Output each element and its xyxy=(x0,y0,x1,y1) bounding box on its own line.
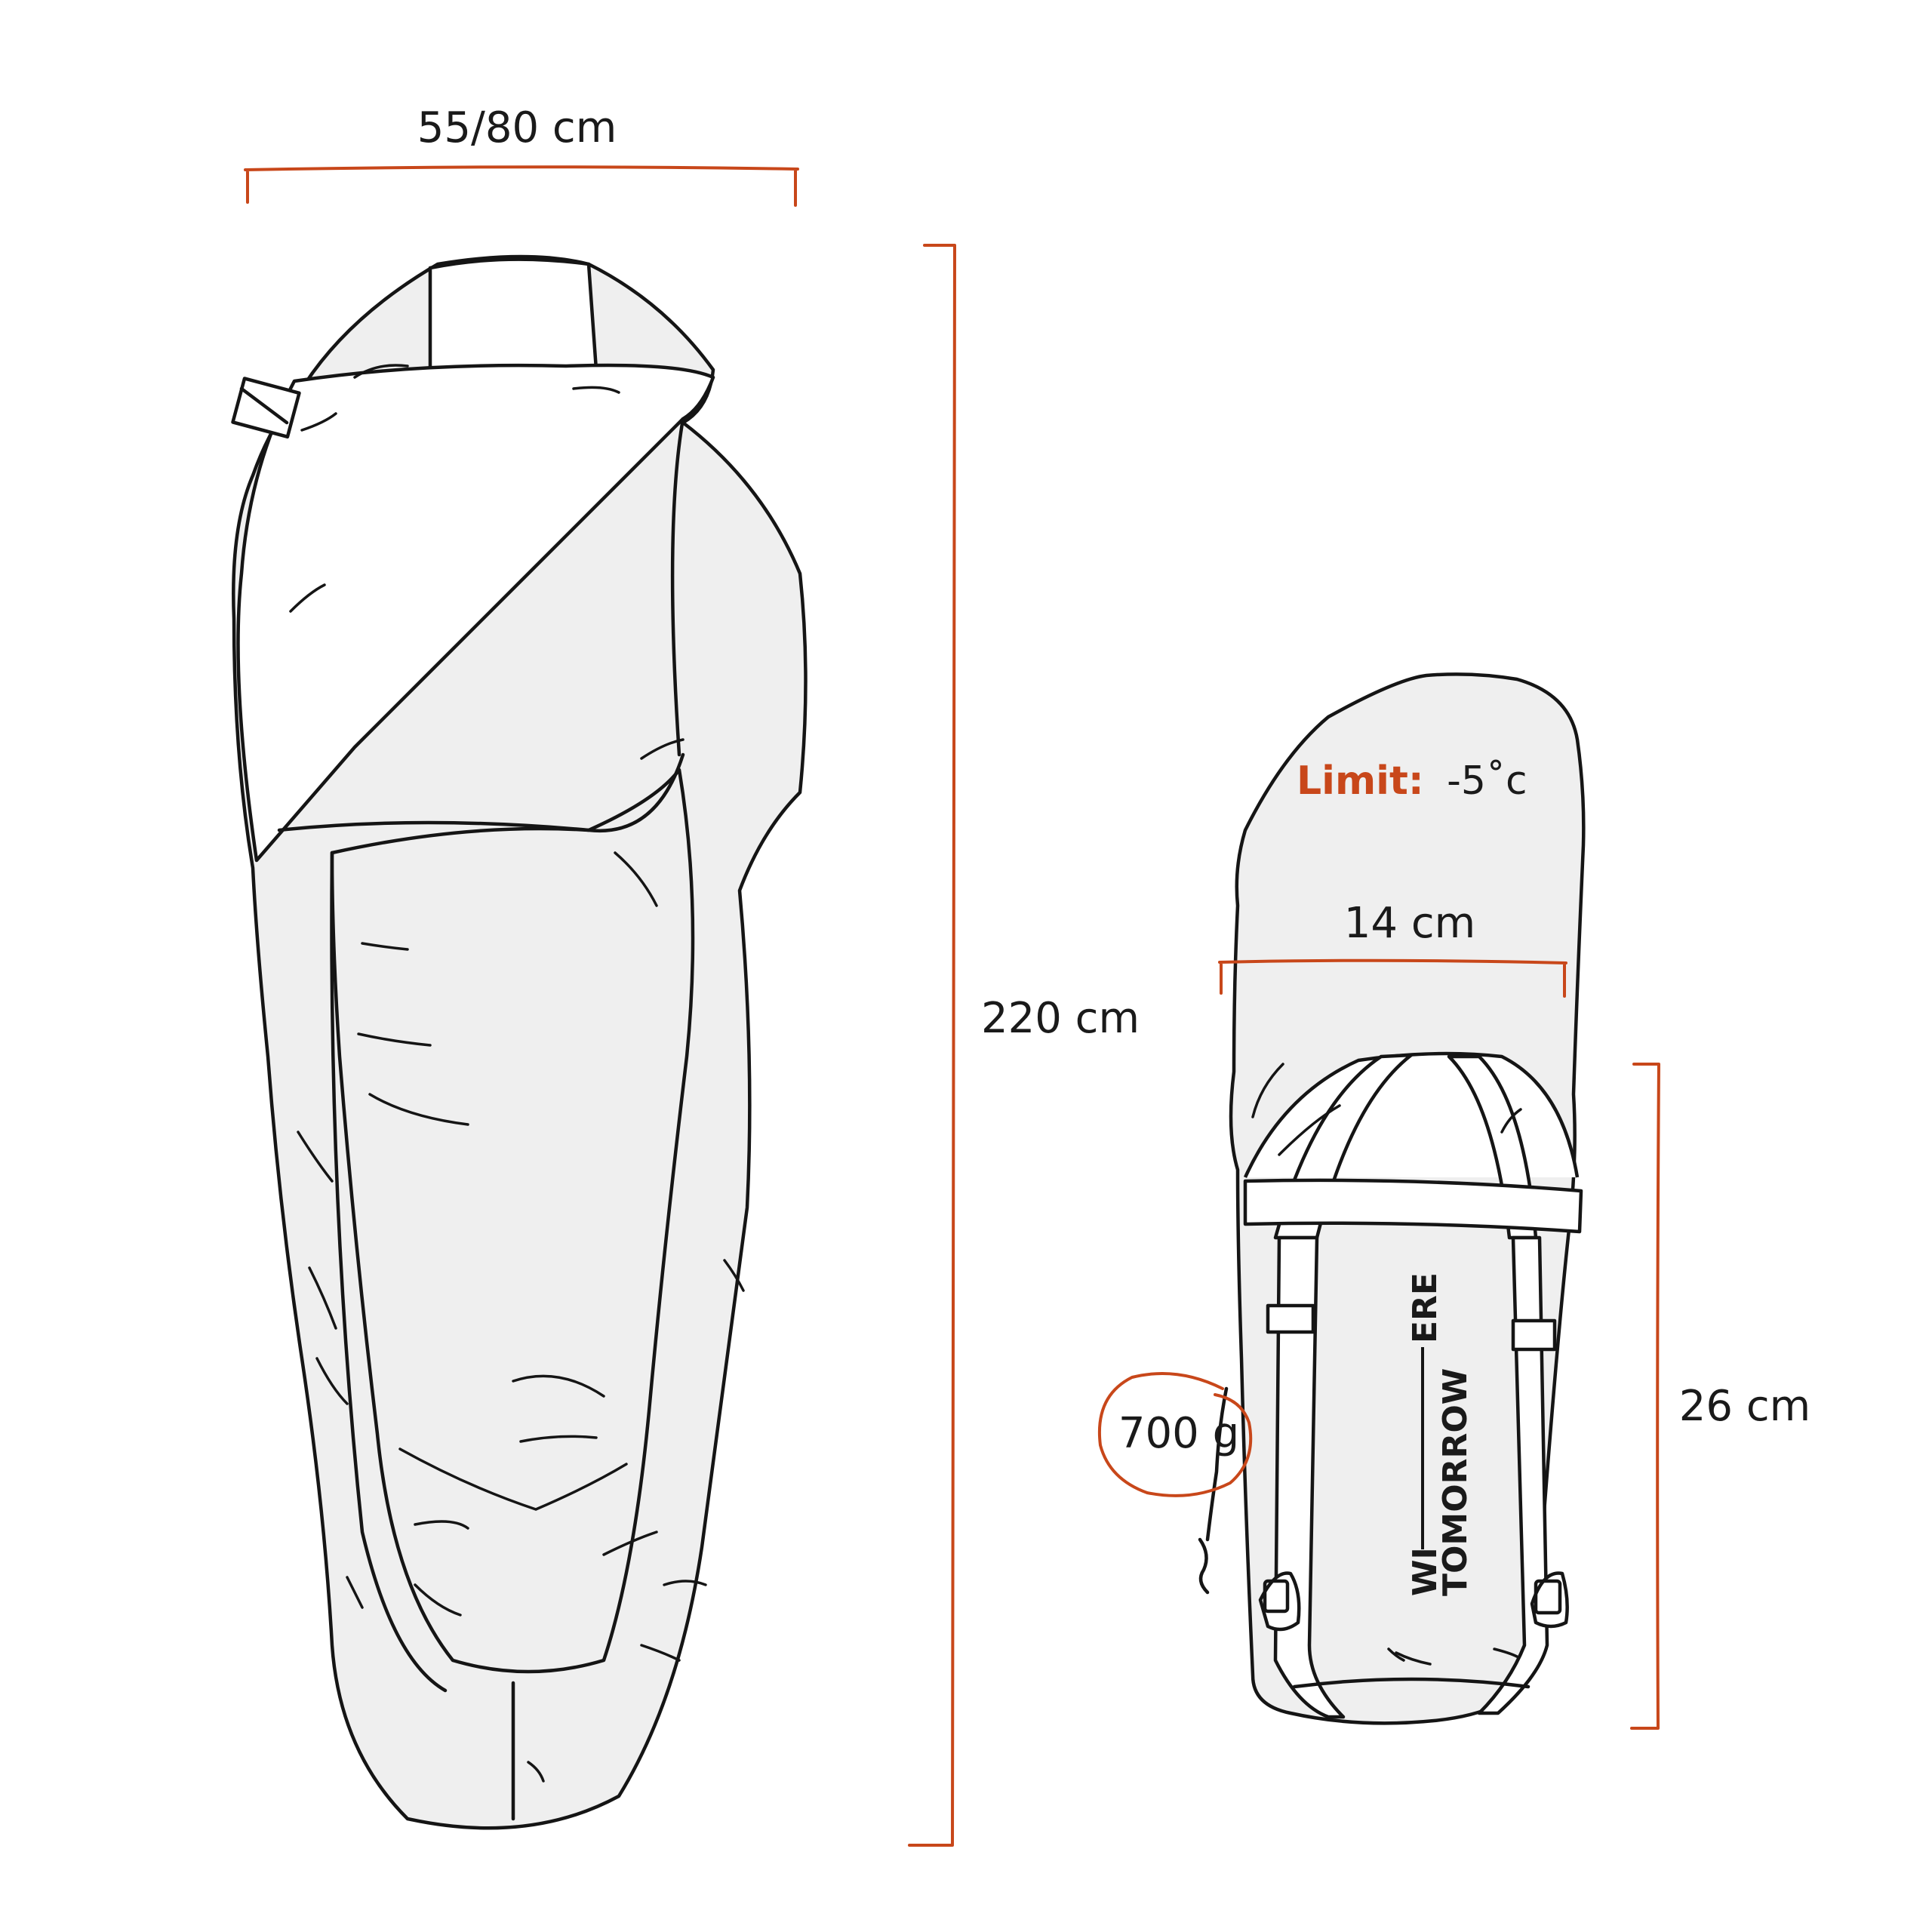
width-packed-dimension: 14 cm xyxy=(1218,899,1567,998)
temperature-limit: Limit: -5˚c xyxy=(1297,758,1527,804)
temperature-limit-label: Limit: xyxy=(1297,758,1424,804)
length-open-label: 220 cm xyxy=(981,994,1140,1043)
weight-callout-circle xyxy=(1098,1372,1253,1497)
width-open-dimension-line xyxy=(244,165,799,207)
sleeping-bag-illustration xyxy=(231,254,808,1830)
width-packed-dimension-line xyxy=(1218,958,1567,998)
brand-logo-line2: TOMORROW xyxy=(1436,1368,1475,1596)
length-packed-dimension-line xyxy=(1630,1063,1660,1730)
temperature-limit-text: Limit: -5˚c xyxy=(1297,758,1527,804)
brand-logo-line1: WI xyxy=(1406,1547,1444,1596)
stuff-sack-illustration: WI ERE TOMORROW xyxy=(1198,672,1586,1725)
weight-callout: 700 g xyxy=(1098,1372,1253,1497)
width-open-label: 55/80 cm xyxy=(417,103,617,152)
brand-logo: WI ERE TOMORROW xyxy=(1406,1272,1475,1596)
brand-logo-line1-tail: ERE xyxy=(1406,1272,1444,1343)
weight-label: 700 g xyxy=(1118,1409,1239,1458)
length-packed-label: 26 cm xyxy=(1679,1382,1810,1431)
length-open-dimension: 220 cm xyxy=(908,244,1140,1847)
length-open-dimension-line xyxy=(908,244,956,1847)
width-open-dimension: 55/80 cm xyxy=(244,103,799,207)
length-packed-dimension: 26 cm xyxy=(1630,1063,1810,1730)
width-packed-label: 14 cm xyxy=(1344,899,1475,948)
temperature-limit-value: -5˚c xyxy=(1447,758,1527,804)
brand-logo-rule xyxy=(1421,1347,1424,1549)
